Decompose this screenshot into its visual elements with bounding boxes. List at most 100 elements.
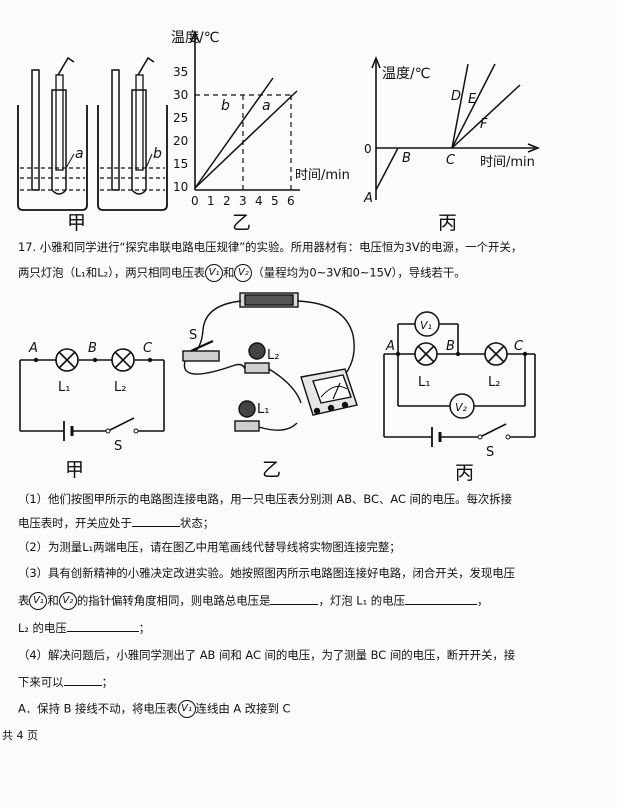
caption-yi-top: 乙 [232,212,252,234]
q17-p3-text-g: ； [138,621,151,635]
tube-a-label: a [75,146,84,162]
y-tick-15: 15 [173,157,188,171]
graph-bing-zero: 0 [364,142,372,156]
voltmeter-v1-badge-opta: V₁ [177,700,196,718]
q17-p4-text-a: 下来可以 [18,675,64,689]
q17-p3-text-f: L₂ 的电压 [18,621,67,635]
graph-yi: 温度/℃ 时间/min 35 30 25 20 15 10 0 1 2 3 4 … [171,29,350,208]
answer-blank-switch-state[interactable] [131,515,180,527]
answer-blank-next-step[interactable] [63,674,102,686]
graph-yi-line-b [194,77,274,189]
q17-p1-line2: 电压表时，开关应处于 状态； [18,515,214,530]
graph-bing: 温度/℃ 时间/min 0 A B C D E F [363,55,541,206]
q17-p4-line1: （4）解决问题后，小雅同学测出了 AB 间和 AC 间的电压，为了测量 BC 间… [18,648,516,662]
circuit-jia-A: A [28,341,38,356]
answer-blank-total-voltage[interactable] [270,593,319,605]
voltmeter-v2-badge: V₂ [234,264,253,282]
voltmeter-v2-bing [449,393,475,419]
caption-jia-circuit: 甲 [65,459,85,481]
q17-p4-text-b: ； [101,675,113,689]
q17-p4-line2: 下来可以 ； [18,674,113,689]
graph-yi-label-a: a [262,98,271,114]
answer-blank-l2-voltage[interactable] [66,620,139,632]
circuit-yi-physical: S L₂ L₁ [182,292,358,432]
circuit-bing-A: A [385,339,395,354]
graph-yi-line-a [194,90,298,189]
switch-s-bing [479,423,507,438]
caption-bing-circuit: 丙 [455,462,475,484]
graph-bing-D: D [451,89,461,104]
q17-intro-and: 和 [223,265,235,280]
q17-p3-text-a: 表 [18,593,30,608]
q17-intro-line1: 17. 小雅和同学进行“探究串联电路电压规律”的实验。所用器材有：电压恒为3V的… [18,240,523,254]
circuit-yi-L1: L₁ [257,402,269,417]
voltmeter-v1-badge-p3: V₁ [29,592,48,610]
answer-blank-l1-voltage[interactable] [404,593,477,605]
circuit-jia-B: B [88,341,97,356]
q17-p3-text-d: ，灯泡 L₁ 的电压 [318,593,405,608]
right-beaker [97,56,168,211]
graph-bing-F: F [480,117,488,132]
graph-yi-x-ticks: 0 1 2 3 4 5 6 [191,194,295,208]
graph-bing-C: C [446,153,456,168]
x-tick-0: 0 [191,194,199,208]
voltmeter-v1-bing [414,311,440,337]
x-tick-4: 4 [255,194,263,208]
tube-b-label: b [153,146,162,162]
graph-bing-ylabel: 温度/℃ [382,66,430,82]
bulb-l2-base [244,362,270,374]
bulb-l1-base [234,420,260,432]
q17-p1-text-a: 电压表时，开关应处于 [18,516,132,530]
circuit-jia: A B C L₁ L₂ S [19,341,165,454]
page-count-footer: 共 4 页 [2,729,38,742]
q17-p2-line: （2）为测量L₁两端电压，请在图乙中用笔画线代替导线将实物图连接完整； [18,540,401,554]
circuit-jia-S: S [114,439,122,454]
q17-p3-text-c: 的指针偏转角度相同，则电路总电压是 [76,593,271,608]
graph-bing-B: B [402,151,411,166]
voltmeter-v2-badge-p3: V₂ [58,592,77,610]
circuit-bing-L2: L₂ [488,375,500,390]
q17-p1-text-b: 状态； [179,516,215,530]
x-tick-3: 3 [239,194,247,208]
x-tick-5: 5 [271,194,279,208]
y-tick-35: 35 [173,65,188,79]
graph-yi-xlabel: 时间/min [295,168,350,183]
beaker-figure-jia: a b [17,56,168,211]
y-tick-30: 30 [173,88,188,102]
circuit-yi-S: S [189,328,197,343]
q17-intro-2b: （量程均为0~3V和0~15V），导线若干。 [252,265,466,280]
circuit-bing-V2: V₂ [455,401,468,414]
x-tick-6: 6 [287,194,295,208]
x-tick-2: 2 [223,194,231,208]
graph-bing-E: E [468,92,477,107]
circuit-yi-L2: L₂ [267,348,279,363]
circuit-jia-L1: L₁ [58,380,70,395]
left-beaker [17,56,88,211]
y-tick-20: 20 [173,134,188,148]
q17-p3-line3: L₂ 的电压 ； [18,620,150,635]
graph-yi-ylabel: 温度/℃ [171,30,219,46]
circuit-bing-C: C [514,339,524,354]
caption-bing-top: 丙 [438,212,458,234]
q17-p1-line1: （1）他们按图甲所示的电路图连接电路，用一只电压表分别测 AB、BC、AC 间的… [18,492,513,506]
caption-yi-circuit: 乙 [262,459,282,481]
circuit-bing-S: S [486,445,494,460]
circuit-jia-C: C [143,341,153,356]
x-tick-1: 1 [207,194,215,208]
circuit-jia-L2: L₂ [114,380,126,395]
graph-yi-label-b: b [221,98,230,114]
q17-option-a-text-a: A．保持 B 接线不动，将电压表 [18,701,178,716]
switch-base [182,350,220,362]
y-tick-10: 10 [173,180,188,194]
voltmeter-v1-badge: V₁ [205,264,223,282]
y-tick-25: 25 [173,111,188,125]
q17-intro-2a: 两只灯泡（L₁和L₂），两只相同电压表 [18,265,205,280]
caption-jia-top: 甲 [67,212,87,234]
circuit-bing: V₁ V₂ A B C L₁ L₂ S [383,311,536,460]
graph-bing-xlabel: 时间/min [480,155,535,170]
q17-p3-text-e: ， [476,593,489,608]
q17-option-a-text-b: 连线由 A 改接到 C [195,701,291,716]
